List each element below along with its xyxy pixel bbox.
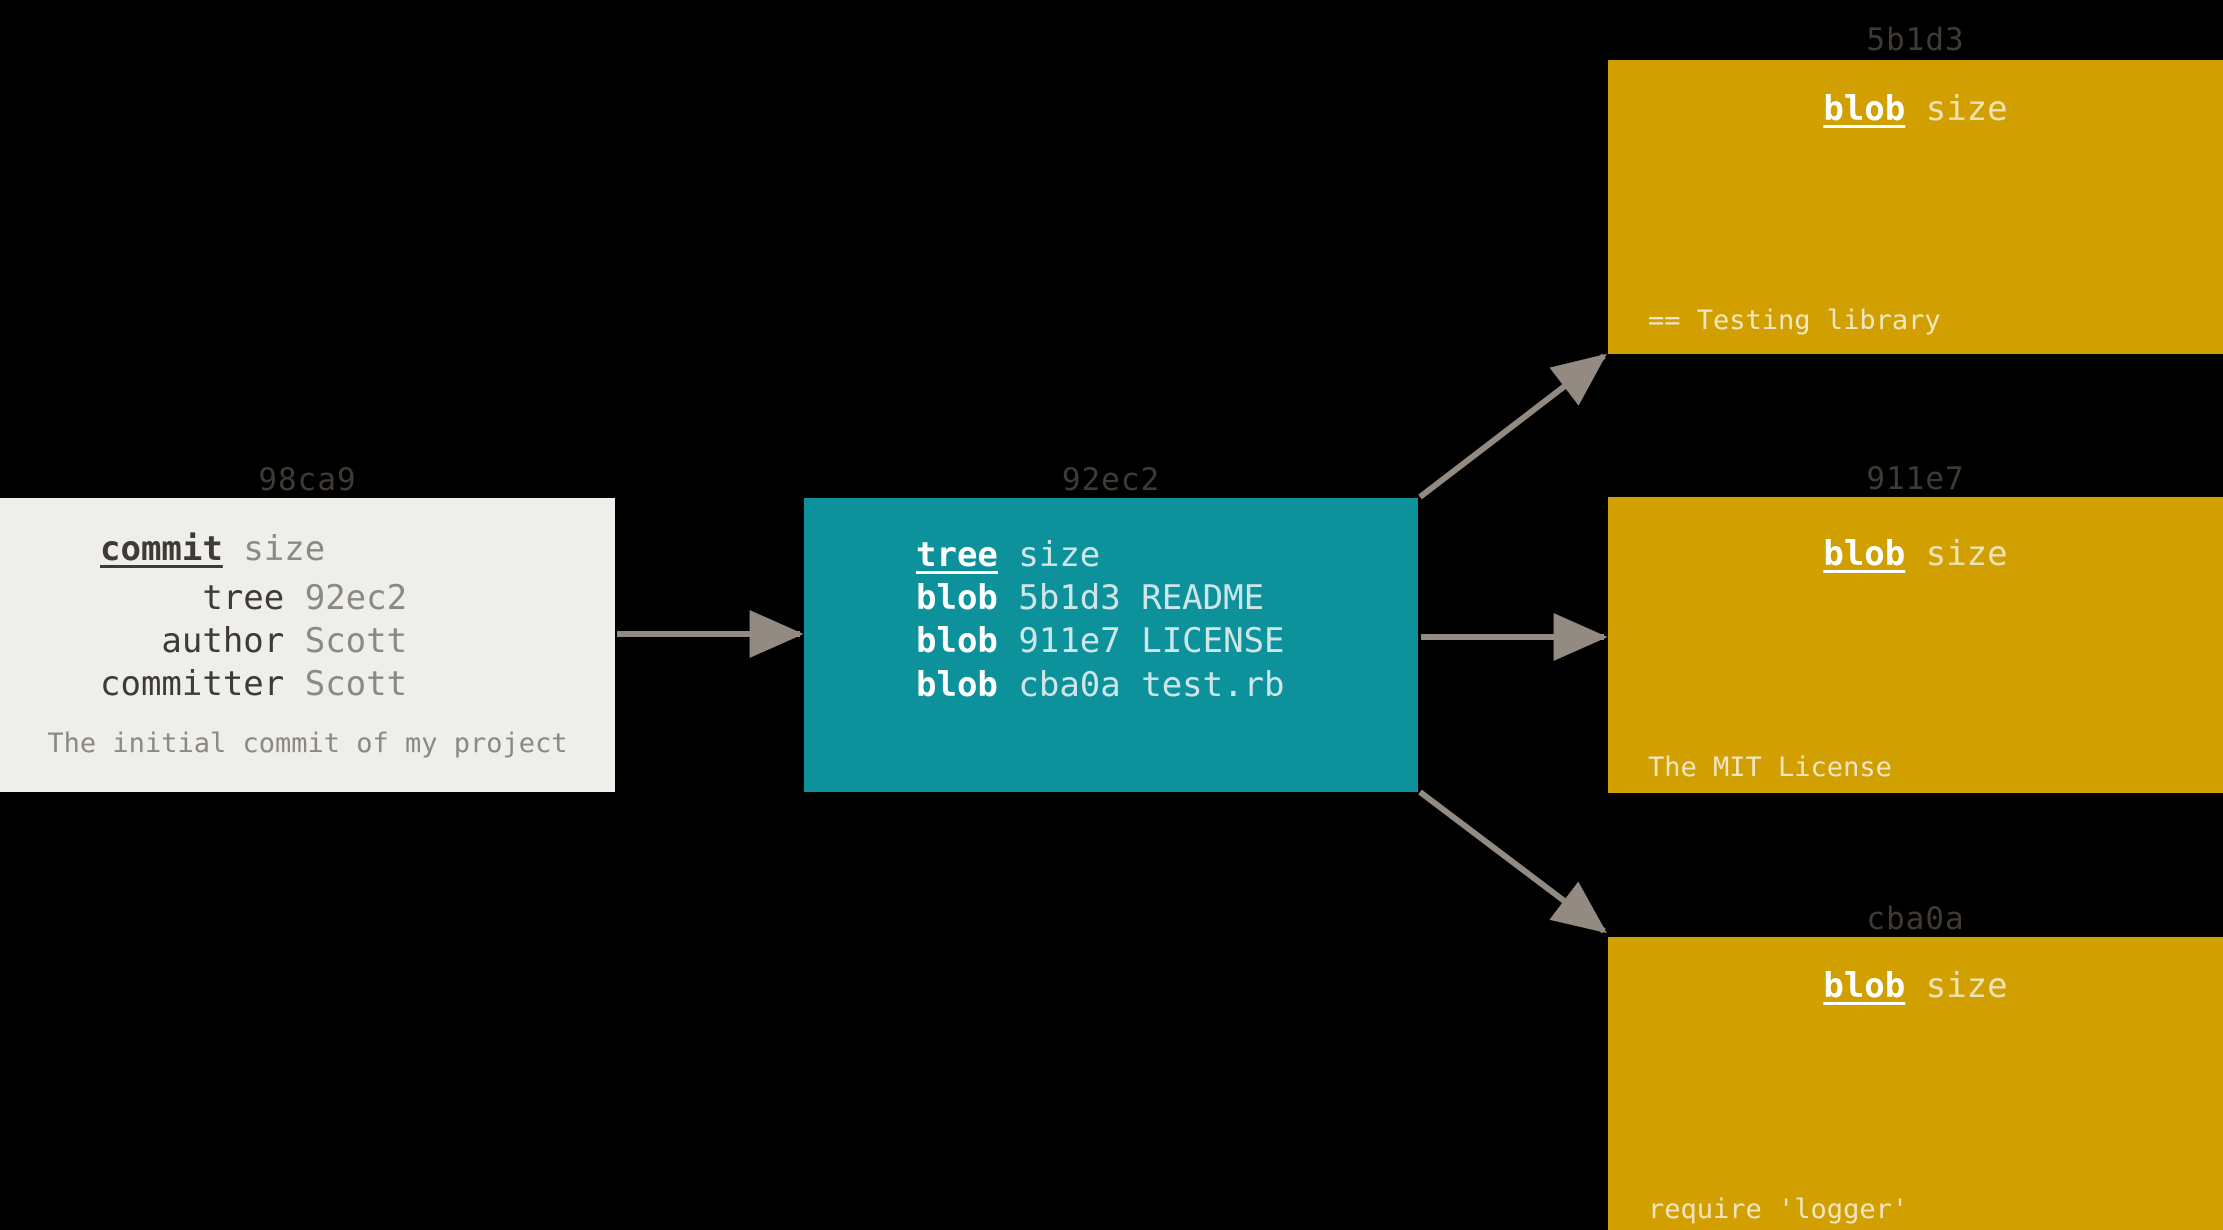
blob-size-label: size	[1925, 966, 2008, 1006]
blob-hash-label-911e7: 911e7	[1866, 461, 1965, 497]
blob-node-cba0a[interactable]: blob size require 'logger' require 'test…	[1608, 937, 2223, 1230]
blob-node-5b1d3[interactable]: blob size == Testing library This librar…	[1608, 60, 2223, 354]
blob-type-label: blob	[1823, 534, 1906, 574]
tree-entry-row[interactable]: blob 911e7 LICENSE	[916, 620, 1418, 664]
blob-type-label: blob	[1823, 89, 1906, 129]
tree-entry-hash: 5b1d3	[1018, 577, 1121, 618]
commit-node[interactable]: commit size tree 92ec2 author Scott comm…	[0, 498, 615, 792]
tree-entry-row[interactable]: blob cba0a test.rb	[916, 664, 1418, 708]
commit-type-label: commit	[100, 529, 223, 569]
tree-entry-type: blob	[916, 665, 998, 706]
commit-field-pad	[100, 621, 161, 661]
commit-message: The initial commit of my project	[47, 728, 568, 760]
blob-hash-label-cba0a: cba0a	[1866, 901, 1965, 937]
blob-line: == Testing library	[1648, 305, 1941, 336]
blob-header: blob size	[1608, 965, 2223, 1008]
blob-paragraph: require 'logger' require 'test/unit'	[1648, 1121, 2223, 1230]
tree-entries: blob 5b1d3 README blob 911e7 LICENSE blo…	[804, 577, 1418, 709]
blob-content: The MIT License Copyright (c) 2008 Scott…	[1608, 608, 2223, 794]
tree-type-label: tree	[916, 535, 998, 575]
tree-entry-name: README	[1141, 577, 1265, 618]
tree-entry-name: LICENSE	[1141, 621, 1285, 662]
tree-size-label: size	[1018, 535, 1101, 575]
tree-entry-type: blob	[916, 621, 998, 662]
tree-entry-hash: 911e7	[1018, 621, 1121, 662]
commit-field-key: tree	[202, 577, 285, 618]
commit-field-value: Scott	[304, 663, 408, 704]
commit-field-row: committer Scott	[100, 663, 615, 706]
blob-node-911e7[interactable]: blob size The MIT License Copyright (c) …	[1608, 497, 2223, 793]
tree-node[interactable]: tree size blob 5b1d3 README blob 911e7 L…	[804, 498, 1418, 792]
tree-entry-hash: cba0a	[1018, 665, 1121, 706]
commit-fields: tree 92ec2 author Scott committer Scott	[0, 577, 615, 707]
arrow-tree-to-blob-5b1d3	[1418, 353, 1607, 500]
blob-type-label: blob	[1823, 966, 1906, 1006]
commit-field-pad	[100, 578, 202, 618]
blob-header: blob size	[1608, 533, 2223, 576]
tree-entry-type: blob	[916, 577, 998, 618]
arrow-tree-to-blob-cba0a	[1418, 789, 1607, 934]
blob-hash-label-5b1d3: 5b1d3	[1866, 22, 1965, 58]
blob-content: require 'logger' require 'test/unit' cla…	[1608, 1050, 2223, 1230]
blob-paragraph: The MIT License	[1648, 679, 2223, 793]
blob-size-label: size	[1925, 534, 2008, 574]
commit-field-key: committer	[100, 663, 285, 704]
blob-line: The MIT License	[1648, 752, 1892, 783]
commit-field-key: author	[161, 620, 285, 661]
commit-hash-label: 98ca9	[258, 462, 357, 498]
tree-entry-name: test.rb	[1141, 665, 1285, 706]
blob-header: blob size	[1608, 88, 2223, 131]
blob-content: == Testing library This library is used …	[1608, 161, 2223, 355]
commit-field-value: Scott	[304, 620, 408, 661]
tree-hash-label: 92ec2	[1061, 462, 1161, 498]
blob-line: require 'logger'	[1648, 1194, 1909, 1225]
commit-field-row: author Scott	[100, 620, 615, 663]
tree-entry-row[interactable]: blob 5b1d3 README	[916, 577, 1418, 621]
commit-header: commit size	[0, 528, 615, 571]
tree-header: tree size	[804, 534, 1418, 577]
commit-size-label: size	[243, 529, 326, 569]
commit-field-row: tree 92ec2	[100, 577, 615, 620]
commit-field-value: 92ec2	[304, 577, 408, 618]
blob-paragraph: == Testing library	[1648, 232, 2223, 354]
blob-size-label: size	[1925, 89, 2008, 129]
